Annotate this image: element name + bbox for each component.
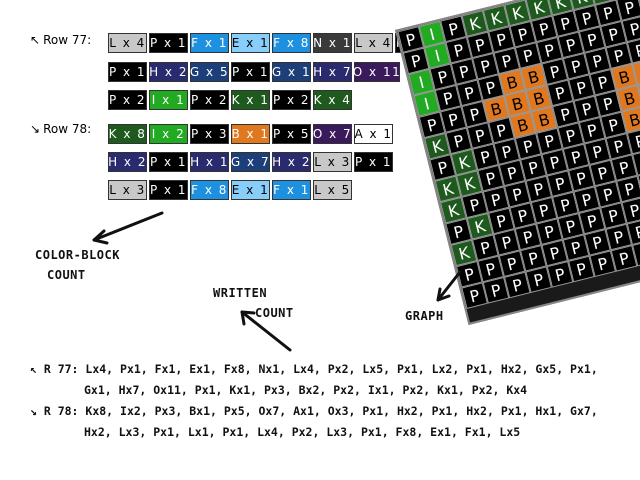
- color-block: P x 3: [190, 124, 229, 144]
- color-block: L x 5: [313, 180, 352, 200]
- color-block: P x 2: [272, 90, 311, 110]
- color-block: N x 1: [313, 33, 352, 53]
- color-block: H x 2: [149, 62, 188, 82]
- color-block: E x 1: [231, 180, 270, 200]
- color-block: K x 8: [108, 124, 147, 144]
- color-block: P x 1: [108, 62, 147, 82]
- color-block: L x 4: [108, 33, 147, 53]
- color-block: E x 1: [231, 33, 270, 53]
- color-block: K x 1: [231, 90, 270, 110]
- color-block: H x 7: [313, 62, 352, 82]
- row-78-label: ↘Row 78:: [30, 122, 92, 136]
- color-block: G x 1: [272, 62, 311, 82]
- written-caption-1: WRITTEN: [213, 286, 268, 300]
- color-block: H x 2: [108, 152, 147, 172]
- color-block: H x 1: [190, 152, 229, 172]
- color-block: P x 1: [149, 33, 188, 53]
- written-arrow-icon: [240, 310, 292, 352]
- written-r78-line-2: Hx2, Lx3, Px1, Lx1, Px1, Lx4, Px2, Lx3, …: [84, 425, 521, 439]
- color-block: P x 2: [190, 90, 229, 110]
- color-block: P x 2: [108, 90, 147, 110]
- north-west-arrow-icon: ↖: [30, 33, 41, 47]
- color-block: P x 1: [149, 180, 188, 200]
- color-block: K x 4: [313, 90, 352, 110]
- color-block: P x 1: [354, 152, 393, 172]
- color-block: O x 11: [353, 62, 400, 82]
- color-block: L x 4: [354, 33, 393, 53]
- written-caption-2: COUNT: [255, 306, 294, 320]
- written-r77-line-1: ↖ R 77: Lx4, Px1, Fx1, Ex1, Fx8, Nx1, Lx…: [30, 362, 598, 376]
- color-block-arrow-icon: [92, 211, 164, 242]
- color-block: G x 5: [190, 62, 229, 82]
- north-west-arrow-icon: ↖: [30, 362, 44, 376]
- color-block: P x 1: [149, 152, 188, 172]
- color-block: L x 3: [108, 180, 147, 200]
- color-block: I x 2: [149, 124, 188, 144]
- row-77-label: ↖Row 77:: [30, 33, 92, 47]
- color-block: A x 1: [354, 124, 393, 144]
- color-block: I x 1: [149, 90, 188, 110]
- color-block: F x 1: [190, 33, 229, 53]
- written-r78-line-1: ↘ R 78: Kx8, Ix2, Px3, Bx1, Px5, Ox7, Ax…: [30, 404, 598, 418]
- color-block-caption-2: COUNT: [47, 268, 86, 282]
- graph-caption: GRAPH: [405, 309, 444, 323]
- south-east-arrow-icon: ↘: [30, 122, 41, 136]
- color-block: F x 1: [272, 180, 311, 200]
- color-block-caption-1: COLOR-BLOCK: [35, 248, 120, 262]
- south-east-arrow-icon: ↘: [30, 404, 44, 418]
- color-block: O x 7: [313, 124, 352, 144]
- color-block: L x 3: [313, 152, 352, 172]
- color-block: P x 1: [231, 62, 270, 82]
- color-block: H x 2: [272, 152, 311, 172]
- color-block: G x 7: [231, 152, 270, 172]
- color-block: P x 5: [272, 124, 311, 144]
- written-r77-line-2: Gx1, Hx7, Ox11, Px1, Kx1, Px3, Bx2, Px2,…: [84, 383, 528, 397]
- color-block: B x 1: [231, 124, 270, 144]
- color-block: F x 8: [190, 180, 229, 200]
- graph-arrow-icon: [436, 270, 462, 302]
- color-block: F x 8: [272, 33, 311, 53]
